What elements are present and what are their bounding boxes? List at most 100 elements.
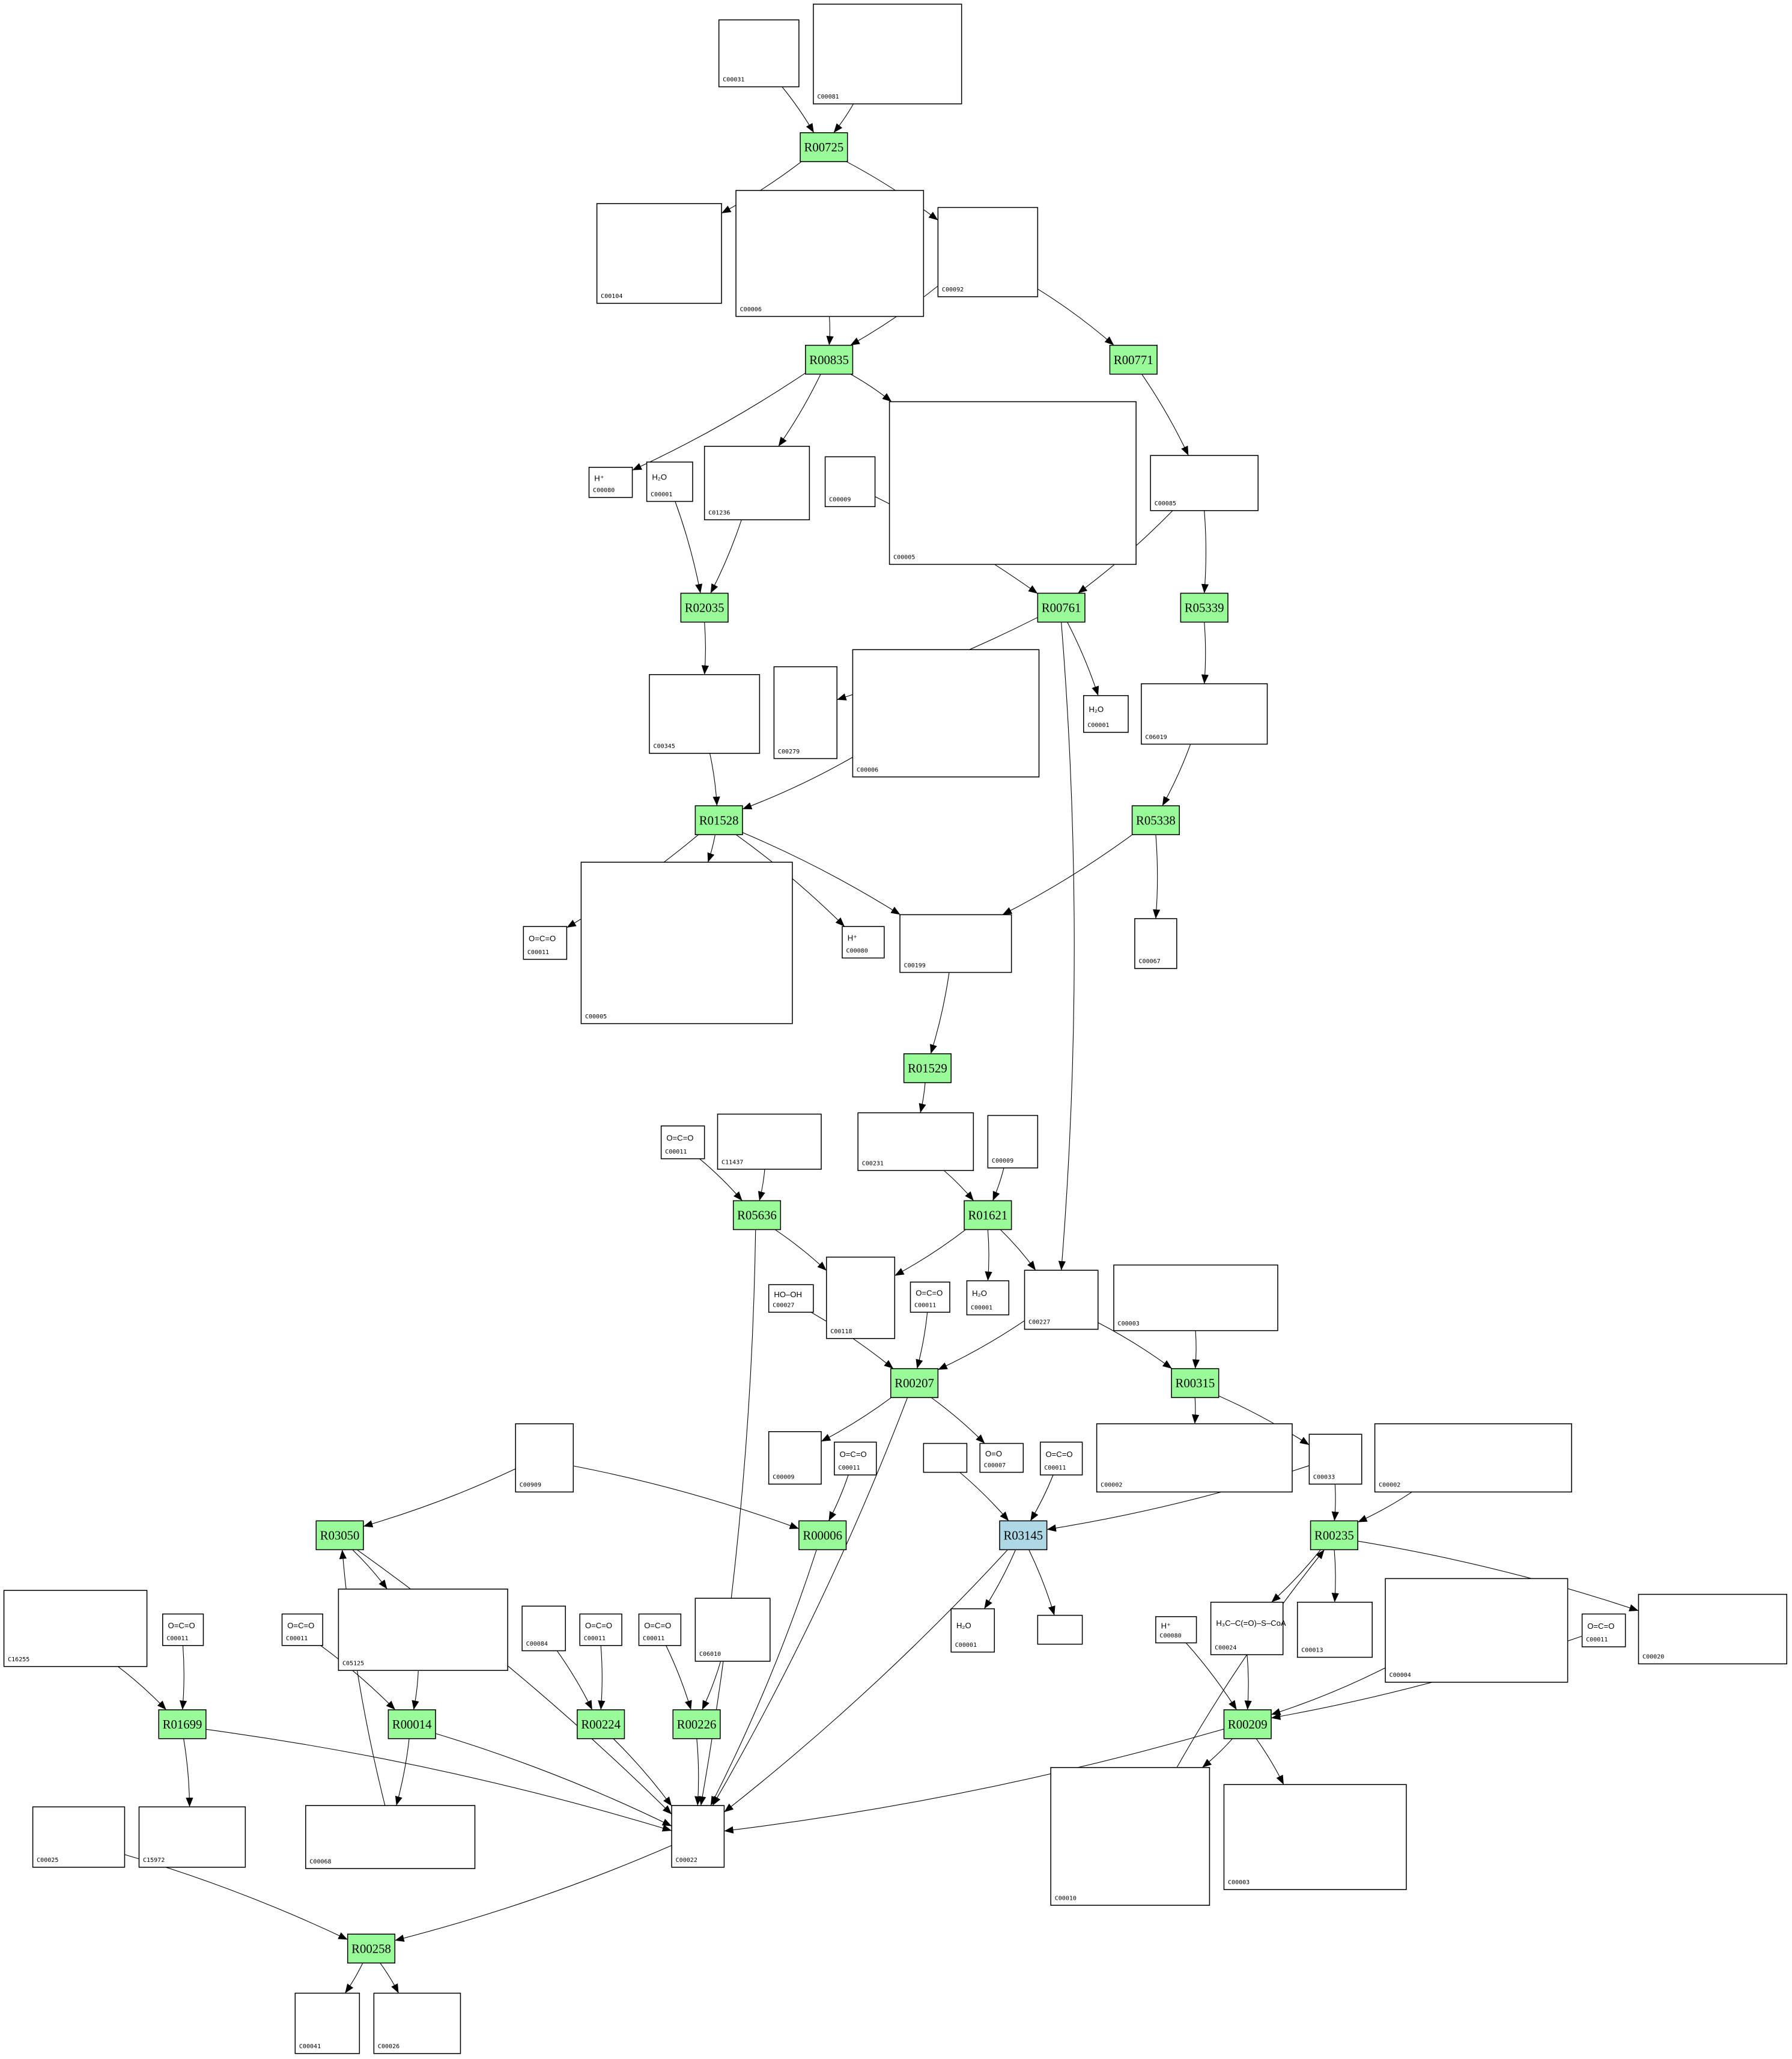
compound-node-C06019[interactable]: C06019 bbox=[1141, 683, 1268, 745]
reaction-node-R00258[interactable]: R00258 bbox=[347, 1933, 396, 1964]
compound-node-C01236[interactable]: C01236 bbox=[703, 446, 810, 520]
compound-node-C00026[interactable]: C00026 bbox=[373, 1992, 461, 2054]
compound-box bbox=[735, 190, 925, 317]
reaction-node-R00006[interactable]: R00006 bbox=[798, 1520, 847, 1551]
compound-node-C00080b[interactable]: H⁺C00080 bbox=[842, 926, 885, 959]
compound-id: C00001 bbox=[651, 491, 672, 498]
reaction-node-R00315[interactable]: R00315 bbox=[1171, 1368, 1219, 1398]
compound-formula: H₂O bbox=[972, 1289, 987, 1298]
reaction-node-R01621[interactable]: R01621 bbox=[964, 1200, 1012, 1230]
compound-node-C00010[interactable]: C00010 bbox=[1050, 1767, 1210, 1906]
compound-node-C00006b[interactable]: C00006 bbox=[852, 649, 1040, 777]
compound-node-C15972[interactable]: C15972 bbox=[138, 1806, 246, 1868]
compound-node-C00231[interactable]: C00231 bbox=[857, 1112, 974, 1172]
compound-node-C00002[interactable]: C00002 bbox=[1096, 1423, 1293, 1493]
reaction-node-R05636[interactable]: R05636 bbox=[732, 1200, 782, 1230]
reaction-node-R00207[interactable]: R00207 bbox=[890, 1368, 939, 1398]
compound-node-C00006[interactable]: C00006 bbox=[735, 190, 925, 317]
compound-formula: O=C=O bbox=[529, 934, 556, 943]
compound-id: C00080 bbox=[593, 487, 615, 494]
reaction-node-R03050[interactable]: R03050 bbox=[315, 1520, 364, 1551]
compound-node-C00345[interactable]: C00345 bbox=[649, 674, 761, 754]
compound-node-C00003b[interactable]: C00003 bbox=[1223, 1784, 1407, 1890]
compound-box bbox=[579, 1613, 622, 1646]
compound-node-C00081[interactable]: C00081 bbox=[813, 4, 962, 105]
compound-node-C05125[interactable]: C05125 bbox=[338, 1589, 508, 1671]
compound-node-C00013[interactable]: C00013 bbox=[1296, 1601, 1373, 1658]
compound-node-C00092[interactable]: C00092 bbox=[937, 207, 1039, 297]
reaction-node-R00761[interactable]: R00761 bbox=[1037, 592, 1086, 623]
compound-node-C00005[interactable]: C00005 bbox=[888, 401, 1137, 565]
compound-node-C06010[interactable]: C06010 bbox=[694, 1598, 771, 1662]
compound-node-C00003[interactable]: C00003 bbox=[1113, 1264, 1278, 1331]
compound-node-C00020[interactable]: C00020 bbox=[1638, 1593, 1788, 1665]
compound-node-C00080c[interactable]: H⁺C00080 bbox=[1155, 1616, 1197, 1644]
compound-node-C00009b[interactable]: C00009 bbox=[987, 1115, 1039, 1169]
compound-node-C00199[interactable]: C00199 bbox=[899, 914, 1012, 973]
reaction-node-R01529[interactable]: R01529 bbox=[903, 1053, 952, 1083]
compound-node-C00031[interactable]: C00031 bbox=[718, 19, 800, 88]
reaction-node-R00014[interactable]: R00014 bbox=[387, 1709, 436, 1739]
reaction-node-R01699[interactable]: R01699 bbox=[158, 1709, 207, 1739]
reaction-node-R05338[interactable]: R05338 bbox=[1131, 805, 1180, 835]
compound-node-C00025[interactable]: C00025 bbox=[32, 1806, 126, 1868]
compound-node-C00041[interactable]: C00041 bbox=[294, 1992, 360, 2054]
compound-node-C00118[interactable]: C00118 bbox=[825, 1256, 896, 1339]
compound-node-C00279[interactable]: C00279 bbox=[773, 666, 837, 759]
compound-node-C00009c[interactable]: C00009 bbox=[768, 1431, 822, 1485]
compound-node-C00009[interactable]: C00009 bbox=[824, 456, 876, 508]
compound-box bbox=[824, 456, 876, 508]
reaction-box bbox=[347, 1933, 396, 1964]
reaction-node-R00224[interactable]: R00224 bbox=[577, 1709, 625, 1739]
compound-node-C11437[interactable]: C11437 bbox=[717, 1113, 822, 1170]
reaction-node-R00209[interactable]: R00209 bbox=[1223, 1709, 1272, 1739]
compound-node-blank2[interactable] bbox=[1037, 1614, 1083, 1645]
reaction-node-R02035[interactable]: R02035 bbox=[680, 592, 729, 623]
compound-node-C00002b[interactable]: C00002 bbox=[1374, 1423, 1572, 1493]
compound-id: C00041 bbox=[299, 2043, 321, 2050]
compound-node-C00022[interactable]: C00022 bbox=[671, 1805, 725, 1868]
compound-node-C00005b[interactable]: C00005 bbox=[580, 862, 793, 1024]
reaction-node-R00835[interactable]: R00835 bbox=[805, 344, 854, 375]
reaction-node-R00235[interactable]: R00235 bbox=[1310, 1520, 1358, 1551]
compound-node-C00104[interactable]: C00104 bbox=[596, 203, 722, 304]
compound-node-C00067[interactable]: C00067 bbox=[1134, 918, 1177, 969]
edge-R00258-to-C00026 bbox=[380, 1962, 399, 1994]
compound-id: C00005 bbox=[585, 1014, 607, 1020]
reaction-node-R00771[interactable]: R00771 bbox=[1109, 344, 1158, 375]
compound-node-C00068[interactable]: C00068 bbox=[305, 1805, 476, 1869]
compound-node-C00033[interactable]: C00033 bbox=[1308, 1434, 1362, 1485]
compound-node-C00227[interactable]: C00227 bbox=[1024, 1270, 1099, 1330]
compound-box bbox=[32, 1806, 126, 1868]
compound-node-C00085[interactable]: C00085 bbox=[1150, 455, 1259, 511]
reaction-node-R03145[interactable]: R03145 bbox=[999, 1520, 1048, 1551]
reaction-node-R00226[interactable]: R00226 bbox=[672, 1709, 721, 1739]
compound-node-C00080[interactable]: H⁺C00080 bbox=[588, 466, 633, 498]
reaction-node-R05339[interactable]: R05339 bbox=[1180, 592, 1229, 623]
compound-id: C00011 bbox=[643, 1635, 664, 1642]
compound-node-blank1[interactable] bbox=[923, 1443, 968, 1473]
compound-node-C00909[interactable]: C00909 bbox=[515, 1423, 574, 1493]
compound-node-C00004[interactable]: C00004 bbox=[1385, 1578, 1569, 1683]
compound-node-C16255[interactable]: C16255 bbox=[3, 1590, 148, 1667]
reaction-node-R01528[interactable]: R01528 bbox=[694, 805, 743, 835]
compound-node-C00084[interactable]: C00084 bbox=[521, 1605, 566, 1652]
reaction-node-R00725[interactable]: R00725 bbox=[800, 132, 848, 162]
